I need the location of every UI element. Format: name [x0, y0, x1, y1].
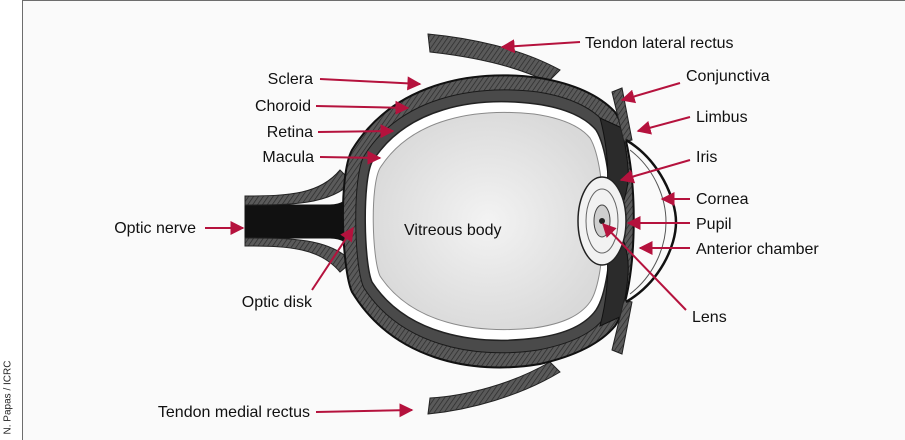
vitreous-body	[373, 112, 603, 329]
label-vitreous-body: Vitreous body	[404, 222, 502, 239]
label-limbus: Limbus	[696, 109, 748, 126]
label-conjunctiva: Conjunctiva	[686, 68, 770, 85]
label-sclera: Sclera	[268, 71, 313, 88]
label-cornea: Cornea	[696, 191, 749, 208]
label-optic-disk: Optic disk	[242, 294, 313, 311]
label-lens: Lens	[692, 309, 727, 326]
label-iris: Iris	[696, 149, 717, 166]
tendon-medial-rectus	[428, 362, 560, 414]
label-macula: Macula	[262, 149, 314, 166]
label-tendon-medial-rectus: Tendon medial rectus	[158, 404, 310, 421]
label-choroid: Choroid	[255, 98, 311, 115]
label-pupil: Pupil	[696, 216, 732, 233]
label-retina: Retina	[267, 124, 313, 141]
label-optic-nerve: Optic nerve	[114, 220, 196, 237]
label-tendon-lateral-rectus: Tendon lateral rectus	[585, 35, 734, 52]
label-anterior-chamber: Anterior chamber	[696, 241, 819, 258]
